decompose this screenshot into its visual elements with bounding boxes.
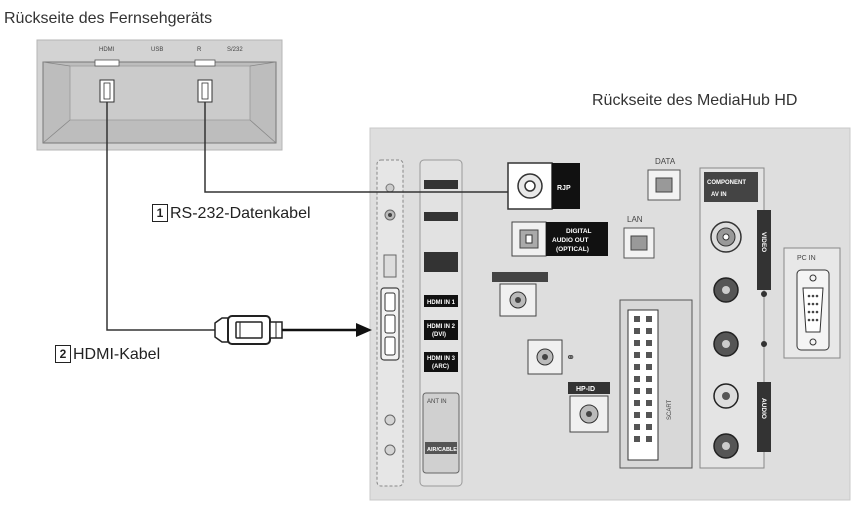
tv-port-hdmi-label: HDMI	[99, 47, 115, 53]
tv-back-title: Rückseite des Fernsehgeräts	[4, 10, 213, 27]
lan-label: LAN	[627, 215, 643, 224]
hdmi-cable-number: 2	[55, 345, 71, 363]
component-label-2: AV IN	[711, 192, 727, 198]
audio-label: AUDIO	[760, 398, 767, 419]
rs232-cable	[204, 102, 508, 193]
hdmi-in-1-label: HDMI IN 1	[427, 300, 456, 306]
mediahub-back-panel: HDMI IN 1 HDMI IN 2 (DVI) HDMI IN 3 (ARC…	[369, 127, 851, 501]
tv-rs232-port	[194, 59, 216, 67]
rjp-label: RJP	[557, 185, 571, 192]
hdmi-in-2-label: HDMI IN 2	[427, 324, 456, 330]
hdmi-cable	[106, 102, 372, 345]
digital-audio-label-3: (OPTICAL)	[556, 246, 589, 253]
mediahub-back-title: Rückseite des MediaHub HD	[592, 92, 798, 109]
ant-in-label: ANT IN	[427, 399, 447, 405]
component-label-1: COMPONENT	[707, 180, 746, 186]
hdmi-in-3-sub-label: (ARC)	[432, 364, 449, 370]
hdmi-cable-text: HDMI-Kabel	[73, 346, 161, 363]
tv-port-s232-label: S/232	[227, 47, 243, 53]
hdmi-in-2-sub-label: (DVI)	[432, 332, 446, 338]
air-cable-label: AIR/CABLE	[427, 447, 457, 453]
rs232-cable-text: RS-232-Datenkabel	[170, 205, 311, 222]
tv-hdmi-port	[94, 59, 120, 67]
arrow-right-icon	[356, 323, 372, 337]
tv-port-usb-label: USB	[151, 47, 163, 53]
hdmi-plug-icon	[214, 317, 229, 343]
digital-audio-label-2: AUDIO OUT	[552, 237, 589, 244]
svg-text:⚭: ⚭	[566, 351, 575, 364]
video-label: VIDEO	[760, 232, 767, 252]
hp-id-label: HP-ID	[576, 386, 595, 393]
scart-label: SCART	[667, 399, 673, 420]
tv-port-r-label: R	[197, 47, 202, 53]
digital-audio-label-1: DIGITAL	[566, 228, 592, 235]
data-label: DATA	[655, 157, 676, 166]
pc-in-label: PC IN	[797, 255, 816, 262]
tv-back-panel: HDMI USB R S/232	[36, 39, 283, 151]
rs232-cable-number: 1	[152, 204, 168, 222]
hdmi-in-3-label: HDMI IN 3	[427, 356, 456, 362]
